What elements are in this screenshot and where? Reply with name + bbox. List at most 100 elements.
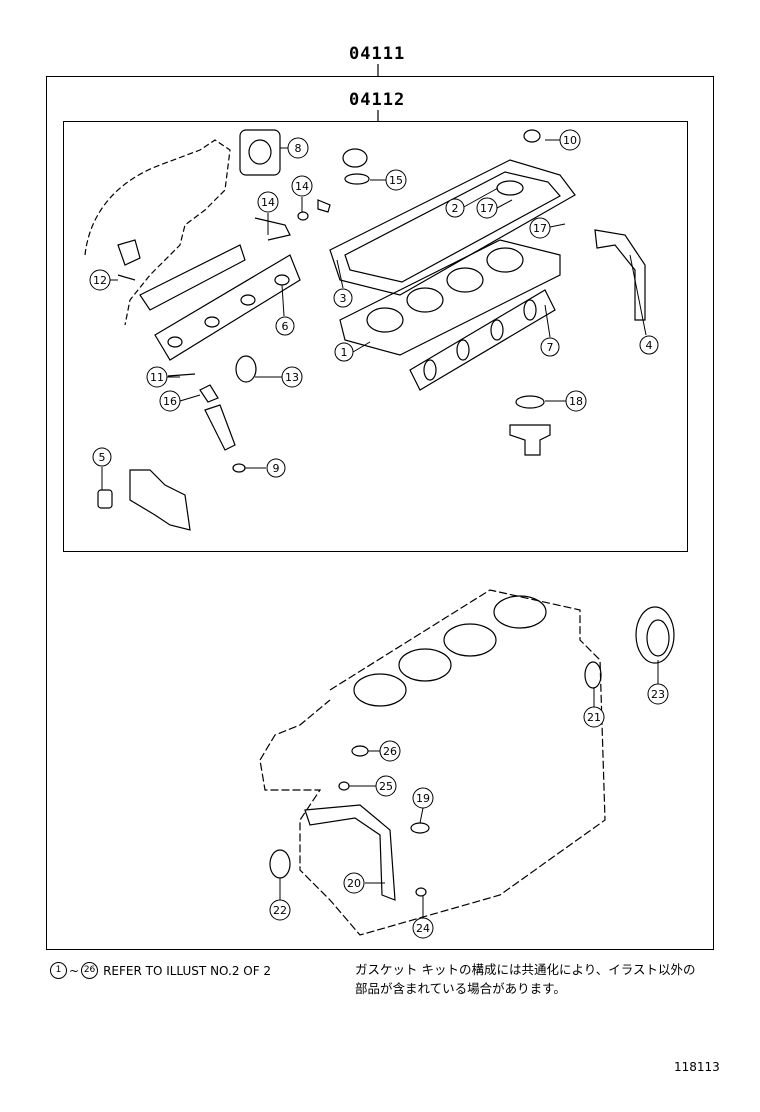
callout-5: 5 xyxy=(92,447,112,467)
connector xyxy=(204,404,236,451)
svg-text:8: 8 xyxy=(295,142,302,155)
svg-text:9: 9 xyxy=(273,462,280,475)
svg-text:20: 20 xyxy=(347,877,361,890)
outer-kit-part-code: 04111 xyxy=(349,44,406,64)
callout-25: 25 xyxy=(375,775,397,797)
figure-number: 118113 xyxy=(674,1060,720,1074)
callout-24: 24 xyxy=(412,917,434,939)
svg-text:11: 11 xyxy=(150,371,164,384)
exhaust-manifold-gasket-left xyxy=(154,254,301,361)
svg-text:1: 1 xyxy=(341,346,348,359)
svg-text:23: 23 xyxy=(651,688,665,701)
sensor-16 xyxy=(199,384,219,403)
callout-15: 15 xyxy=(385,169,407,191)
callout-21: 21 xyxy=(583,706,605,728)
callout-6: 6 xyxy=(275,316,295,336)
cylinder-head-gasket xyxy=(339,239,561,356)
gasket-5 xyxy=(97,489,113,509)
svg-text:19: 19 xyxy=(416,792,430,805)
bracket-14 xyxy=(254,217,291,241)
note-line-1: ガスケット キットの構成には共通化により、イラスト以外の xyxy=(355,962,696,977)
outer-kit-frame xyxy=(46,76,714,950)
svg-text:3: 3 xyxy=(340,292,347,305)
refer-text: REFER TO ILLUST NO.2 OF 2 xyxy=(103,963,272,978)
callouts: 8 10 14 14 15 2 17 17 12 3 6 4 1 7 11 13… xyxy=(89,129,669,939)
callout-23: 23 xyxy=(647,683,669,705)
clip-12 xyxy=(117,274,136,281)
callout-22: 22 xyxy=(269,899,291,921)
svg-text:10: 10 xyxy=(563,134,577,147)
water-outlet-gasket xyxy=(509,424,551,456)
timing-belt-cover-gasket xyxy=(594,229,646,321)
callout-10: 10 xyxy=(559,129,581,151)
range-tilde: ~ xyxy=(69,963,80,978)
gasket-18 xyxy=(515,395,545,409)
callout-20: 20 xyxy=(343,872,365,894)
callout-12: 12 xyxy=(89,269,111,291)
svg-text:7: 7 xyxy=(547,341,554,354)
callout-2: 2 xyxy=(445,198,465,218)
svg-text:24: 24 xyxy=(416,922,430,935)
callout-14a: 14 xyxy=(257,191,279,213)
svg-text:5: 5 xyxy=(99,451,106,464)
callout-17b: 17 xyxy=(529,217,551,239)
svg-text:4: 4 xyxy=(646,339,653,352)
note-line-2: 部品が含まれている場合があります。 xyxy=(355,981,566,996)
callout-14b: 14 xyxy=(291,175,313,197)
svg-text:17: 17 xyxy=(480,202,494,215)
callout-13: 13 xyxy=(281,366,303,388)
oil-pump-gasket xyxy=(304,804,396,901)
plug-9 xyxy=(232,463,246,473)
thermostat-gasket xyxy=(239,129,281,176)
filler-cap-gasket xyxy=(344,173,370,185)
callout-leaders xyxy=(101,139,659,918)
water-inlet-pipe xyxy=(129,469,191,531)
svg-text:14: 14 xyxy=(295,180,309,193)
cylinder-block-outline xyxy=(259,589,606,936)
intake-manifold-gasket xyxy=(139,244,246,311)
rear-oil-seal-outer xyxy=(635,606,675,664)
svg-text:18: 18 xyxy=(569,395,583,408)
grommet-10 xyxy=(523,129,541,143)
range-end-marker: 26 xyxy=(81,962,99,979)
svg-text:15: 15 xyxy=(389,174,403,187)
seal-21 xyxy=(584,661,602,689)
svg-text:2: 2 xyxy=(452,202,459,215)
svg-text:6: 6 xyxy=(282,320,289,333)
plug-24 xyxy=(415,887,427,897)
range-start-marker: 1 xyxy=(50,962,67,979)
callout-9: 9 xyxy=(266,458,286,478)
callout-17a: 17 xyxy=(476,197,498,219)
exhaust-manifold-gasket-right xyxy=(409,289,556,391)
valve-cover-gasket xyxy=(329,159,576,296)
oil-filler-cap xyxy=(342,148,368,168)
kit-composition-note: ガスケット キットの構成には共通化により、イラスト以外の 部品が含まれている場合… xyxy=(355,960,725,998)
part-outlines xyxy=(84,129,675,936)
callout-3: 3 xyxy=(333,288,353,308)
callout-19: 19 xyxy=(412,787,434,809)
callout-16: 16 xyxy=(159,390,181,412)
svg-text:21: 21 xyxy=(587,711,601,724)
oring-13 xyxy=(235,355,257,383)
svg-text:14: 14 xyxy=(261,196,275,209)
hose-11 xyxy=(167,373,196,377)
svg-text:22: 22 xyxy=(273,904,287,917)
svg-text:13: 13 xyxy=(285,371,299,384)
gasket-19 xyxy=(410,822,430,834)
callout-18: 18 xyxy=(565,390,587,412)
callout-11: 11 xyxy=(146,366,168,388)
oring-26 xyxy=(351,745,369,757)
svg-text:26: 26 xyxy=(383,745,397,758)
seal-22 xyxy=(269,849,291,879)
callout-7: 7 xyxy=(540,337,560,357)
rear-oil-seal-inner xyxy=(646,619,670,657)
svg-text:17: 17 xyxy=(533,222,547,235)
refer-note: 1 ~ 26 REFER TO ILLUST NO.2 OF 2 xyxy=(50,962,271,979)
timing-cover-outline xyxy=(84,139,231,326)
inner-kit-frame xyxy=(63,121,688,552)
svg-text:12: 12 xyxy=(93,274,107,287)
callout-8: 8 xyxy=(287,137,309,159)
svg-text:25: 25 xyxy=(379,780,393,793)
callout-4: 4 xyxy=(639,335,659,355)
